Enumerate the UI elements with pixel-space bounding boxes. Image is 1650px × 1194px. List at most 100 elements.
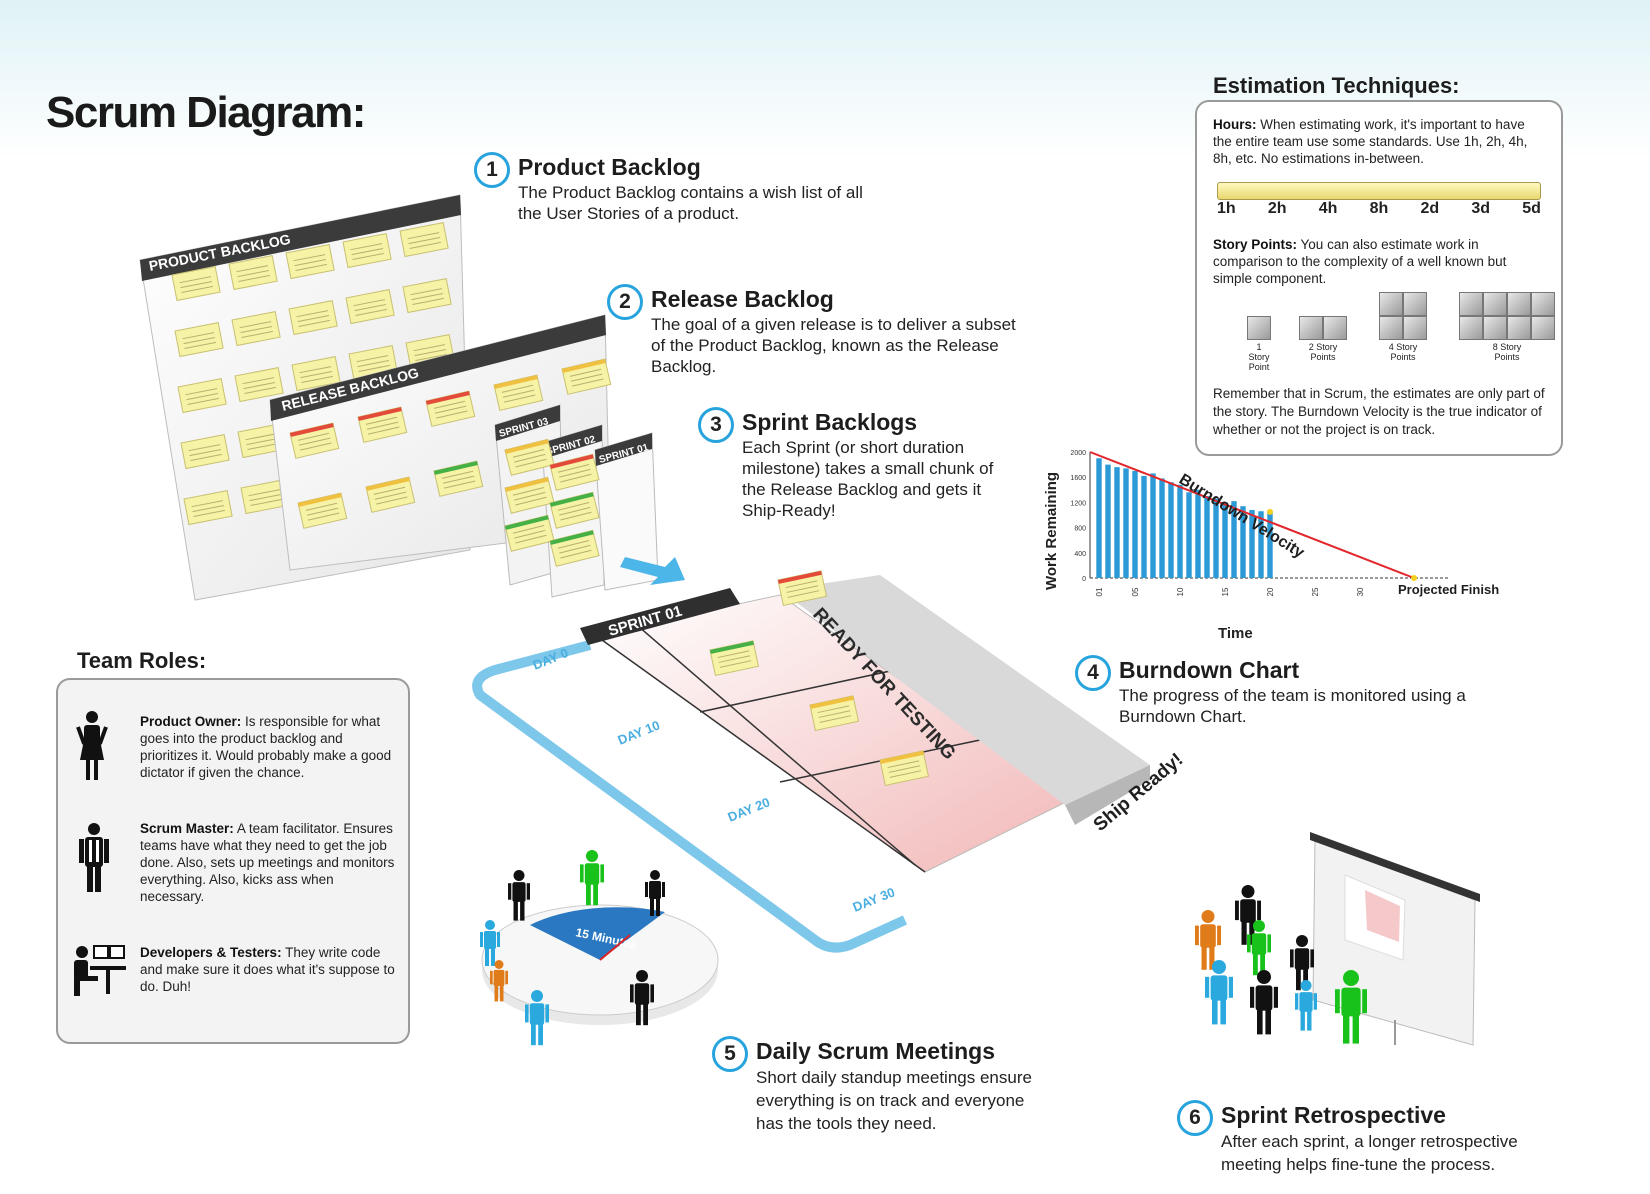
hour-unit: 1h [1217,200,1236,217]
story-card [549,491,600,529]
person-figure [508,870,530,921]
role-label: Developers & Testers: [140,945,282,960]
step-description: The goal of a given release is to delive… [651,315,1016,376]
person-figure [480,920,500,966]
story-card [561,358,612,395]
step-description: The Product Backlog contains a wish list… [518,183,863,223]
story-card [809,695,860,732]
story-point-label: Points [1310,352,1336,362]
person-figure [1250,970,1278,1035]
step-description: The progress of the team is monitored us… [1119,686,1466,726]
story-card [493,374,544,411]
day-0-label: DAY 0 [531,645,571,673]
story-card [234,367,284,403]
product-owner-icon [76,711,108,780]
role-text: Is responsible for what goes into the pr… [140,714,392,780]
developer-icon [74,945,126,996]
story-card [399,222,449,258]
chart-bar [1132,470,1138,578]
story-card [345,289,395,325]
person-figure [1335,970,1367,1044]
story-card [433,460,484,497]
sprint-board-illustration: SPRINT 01 READY FOR TESTING DAY 0 DAY 10… [472,570,1187,953]
current-point-marker [1267,508,1273,515]
points-text: You can also estimate work in comparison… [1213,237,1507,286]
projected-finish-marker [1411,575,1417,581]
story-card [174,322,224,358]
chart-bar [1168,482,1174,578]
estimation-panel: Hours: When estimating work, it's import… [1195,100,1563,456]
role-text: They write code and make sure it does wh… [140,945,395,994]
hours-text: When estimating work, it's important to … [1213,117,1528,166]
hour-unit: 3d [1471,200,1491,217]
story-point-label: 8 Story [1492,342,1522,352]
team-roles-panel: Product Owner: Is responsible for what g… [56,678,410,1044]
story-point-label: Point [1248,362,1270,372]
story-card [357,406,408,443]
story-card [879,750,930,787]
person-figure [645,870,665,916]
chart-trend-line [1089,451,1415,579]
points-paragraph: Story Points: You can also estimate work… [1213,236,1543,287]
story-card [365,476,416,513]
chart-x-tick: 25 [1311,587,1320,596]
chart-x-tick: 01 [1095,587,1104,596]
day-track [472,640,908,953]
chart-bar [1258,511,1264,578]
projected-finish-label: Projected Finish [1398,582,1499,597]
burndown-chart: Work Remaining Time 04008001200160020000… [1043,450,1499,642]
hours-paragraph: Hours: When estimating work, it's import… [1213,116,1543,167]
chart-x-tick: 20 [1266,587,1275,596]
chart-bar [1240,506,1246,578]
person-figure [1295,980,1317,1031]
step-title: Release Backlog [651,286,834,312]
chart-bar [1195,489,1201,578]
scrum-master-icon [79,823,109,892]
person-figure [580,850,604,906]
story-card [285,244,335,280]
chart-bar [1213,498,1219,578]
person-figure [1235,885,1261,945]
team-roles-title: Team Roles: [77,648,207,673]
story-point-label: Points [1494,352,1520,362]
chart-y-tick: 0 [1082,576,1086,583]
person-figure [630,970,654,1026]
chart-y-tick: 2000 [1070,450,1086,457]
story-card [231,311,281,347]
timer-wedge [530,907,665,960]
chart-x-tick: 15 [1221,587,1230,596]
chart-bar [1150,473,1156,578]
chart-bar [1141,475,1147,578]
chart-bar [1105,464,1111,578]
step-number-4: 4 [1075,655,1111,691]
page-title: Scrum Diagram: [46,88,366,137]
daily-scrum-illustration: 15 Minutes [480,850,719,1046]
person-figure [1247,920,1271,976]
step-title: Burndown Chart [1119,657,1300,683]
step-description: After each sprint, a longer retrospectiv… [1221,1132,1518,1174]
hours-label: Hours: [1213,117,1257,132]
step-number-1: 1 [474,152,510,188]
day-30-label: DAY 30 [851,884,898,914]
role-scrum-master: Scrum Master: A team facilitator. Ensure… [140,820,395,905]
story-point-label: 2 Story [1308,342,1338,352]
story-card [402,278,452,314]
hour-unit: 2h [1267,200,1287,217]
story-card [289,422,340,459]
story-card [549,529,600,567]
chart-y-tick: 1600 [1070,475,1086,482]
chart-bar [1204,496,1210,578]
hour-unit: 2d [1420,200,1440,217]
chart-bar [1114,467,1120,578]
role-developers-testers: Developers & Testers: They write code an… [140,944,395,995]
chart-bar [1096,458,1102,578]
story-point-label: 1 Story [1248,342,1270,362]
down-arrow-icon [620,557,685,585]
chart-bar [1177,484,1183,578]
story-card [504,514,555,552]
story-card [171,266,221,302]
chart-x-label: Time [1218,625,1253,642]
